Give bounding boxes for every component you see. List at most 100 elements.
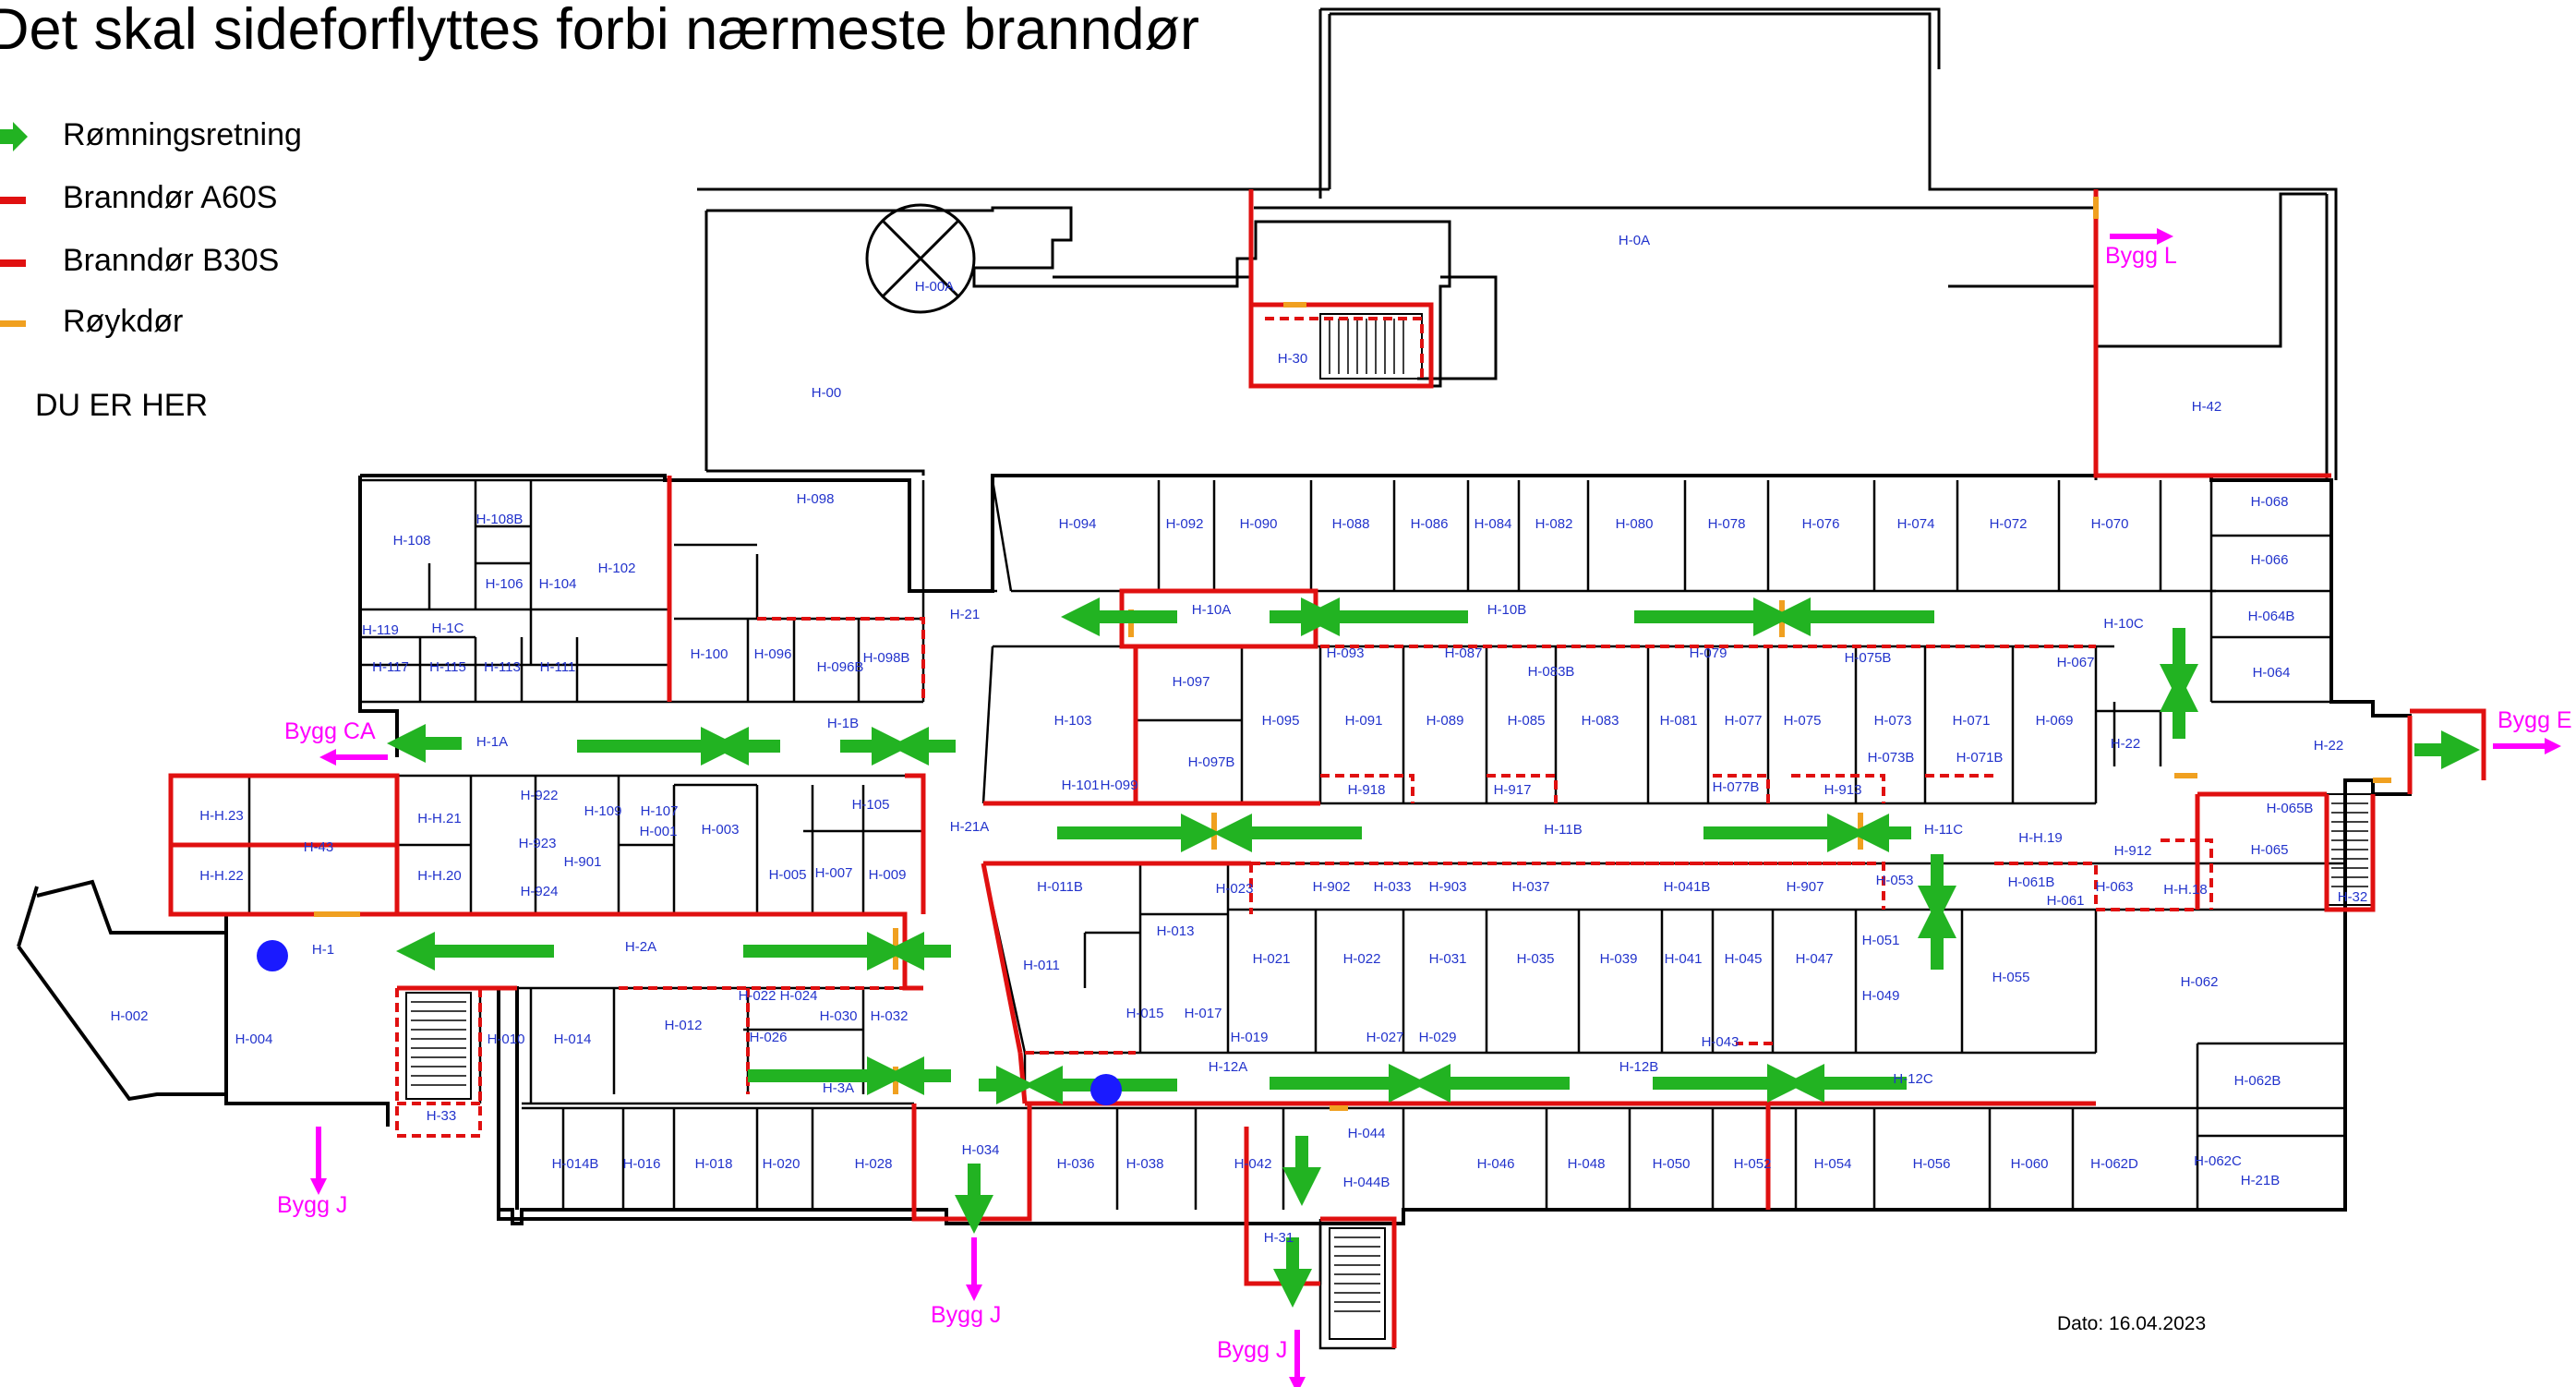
- room-label: H-054: [1814, 1156, 1852, 1172]
- room-label: H-1: [312, 942, 334, 958]
- room-label: H-901: [564, 854, 602, 870]
- room-label: H-011B: [1037, 879, 1083, 895]
- room-label: H-005: [769, 867, 807, 883]
- room-label: H-086: [1411, 516, 1449, 532]
- room-label: H-907: [1787, 879, 1824, 895]
- room-label: H-108B: [476, 512, 524, 527]
- room-label: H-902: [1313, 879, 1351, 895]
- room-label: H-036: [1057, 1156, 1095, 1172]
- room-label: H-085: [1508, 713, 1546, 729]
- room-label: H-053: [1876, 873, 1914, 888]
- room-label: H-068: [2251, 494, 2289, 510]
- room-label: H-095: [1262, 713, 1300, 729]
- room-label: H-073: [1874, 713, 1912, 729]
- room-label: H-030: [820, 1008, 858, 1024]
- exit-arrows: [310, 228, 2561, 1387]
- room-label: H-107: [641, 803, 679, 819]
- room-label: H-048: [1568, 1156, 1606, 1172]
- room-label: H-073B: [1868, 750, 1915, 766]
- room-label: H-050: [1653, 1156, 1691, 1172]
- room-label: H-044: [1348, 1126, 1386, 1141]
- room-label: H-021: [1253, 951, 1291, 967]
- fire-door-lines: [168, 189, 2486, 1348]
- room-label: H-098B: [863, 650, 910, 666]
- room-label: H-083B: [1528, 664, 1575, 680]
- room-label: H-066: [2251, 552, 2289, 568]
- room-label: H-061B: [2008, 874, 2055, 890]
- room-label: H-055: [1992, 970, 2030, 985]
- room-label: H-016: [623, 1156, 661, 1172]
- exit-label-bygg-l: Bygg L: [2105, 243, 2177, 269]
- room-label: H-33: [427, 1108, 457, 1124]
- room-label: H-088: [1332, 516, 1370, 532]
- room-label: H-065B: [2267, 801, 2314, 816]
- room-label: H-113: [484, 659, 521, 675]
- room-label: H-067: [2057, 655, 2095, 670]
- room-labels: H-00AH-00H-098H-0AH-30H-42H-108H-108BH-1…: [111, 233, 2368, 1246]
- room-label: H-071B: [1956, 750, 2004, 766]
- you-are-here-marker: [257, 940, 288, 971]
- room-label: H-015: [1126, 1006, 1164, 1021]
- legend-label-escape: Rømningsretning: [63, 117, 302, 152]
- room-label: H-103: [1054, 713, 1092, 729]
- room-label: H-011: [1023, 958, 1060, 973]
- room-label: H-099: [1101, 778, 1138, 793]
- room-label: H-062C: [2194, 1153, 2242, 1169]
- room-label: H-0A: [1619, 233, 1650, 248]
- room-label: H-102: [598, 561, 636, 576]
- room-label: H-012: [665, 1018, 703, 1033]
- room-label: H-041B: [1664, 879, 1711, 895]
- room-label: H-075: [1784, 713, 1822, 729]
- room-label: H-11C: [1924, 822, 1963, 838]
- room-label: H-076: [1802, 516, 1840, 532]
- room-label: H-062B: [2234, 1073, 2281, 1089]
- exit-label-bygg-j: Bygg J: [931, 1302, 1001, 1328]
- room-label: H-108: [393, 533, 431, 549]
- room-label: H-023: [1216, 881, 1254, 897]
- room-label: H-052: [1734, 1156, 1772, 1172]
- room-label: H-1B: [827, 716, 859, 731]
- room-label: H-092: [1166, 516, 1204, 532]
- room-label: H-081: [1660, 713, 1698, 729]
- you-are-here-marker: [1090, 1074, 1122, 1105]
- plan-date: Dato: 16.04.2023: [2057, 1313, 2207, 1334]
- room-label: H-903: [1429, 879, 1467, 895]
- room-label: H-923: [519, 836, 557, 851]
- fire-door-a60s-swatch: [0, 197, 26, 204]
- room-label: H-029: [1419, 1030, 1457, 1045]
- room-label: H-078: [1708, 516, 1746, 532]
- room-label: H-014: [554, 1031, 592, 1047]
- room-label: H-111: [540, 659, 576, 675]
- room-label: H-045: [1725, 951, 1763, 967]
- room-label: H-018: [695, 1156, 733, 1172]
- building-walls: [697, 7, 2338, 480]
- room-label: H-094: [1059, 516, 1097, 532]
- room-label: H-922: [521, 788, 559, 803]
- room-label: H-026: [750, 1030, 788, 1045]
- room-label: H-H.18: [2163, 882, 2208, 898]
- room-label: H-H.21: [417, 811, 462, 826]
- room-label: H-003: [702, 822, 740, 838]
- room-label: H-013: [1157, 923, 1195, 939]
- room-label: H-063: [2096, 879, 2134, 895]
- room-label: H-H.19: [2018, 830, 2063, 846]
- room-label: H-014B: [552, 1156, 599, 1172]
- room-label: H-32: [2338, 889, 2368, 905]
- room-label: H-087: [1445, 645, 1483, 661]
- escape-arrow-icon: [0, 122, 28, 151]
- room-label: H-041: [1665, 951, 1703, 967]
- room-label: H-039: [1600, 951, 1638, 967]
- room-label: H-027: [1366, 1030, 1404, 1045]
- room-label: H-060: [2011, 1156, 2049, 1172]
- room-label: H-010: [488, 1031, 525, 1047]
- room-label: H-104: [539, 576, 577, 592]
- room-label: H-1A: [476, 734, 508, 750]
- room-label: H-22: [2111, 736, 2141, 752]
- room-label: H-096: [754, 646, 792, 662]
- room-label: H-101: [1062, 778, 1100, 793]
- room-label: H-077: [1725, 713, 1763, 729]
- room-label: H-038: [1126, 1156, 1164, 1172]
- room-label: H-21A: [950, 819, 990, 835]
- room-label: H-022: [1343, 951, 1381, 967]
